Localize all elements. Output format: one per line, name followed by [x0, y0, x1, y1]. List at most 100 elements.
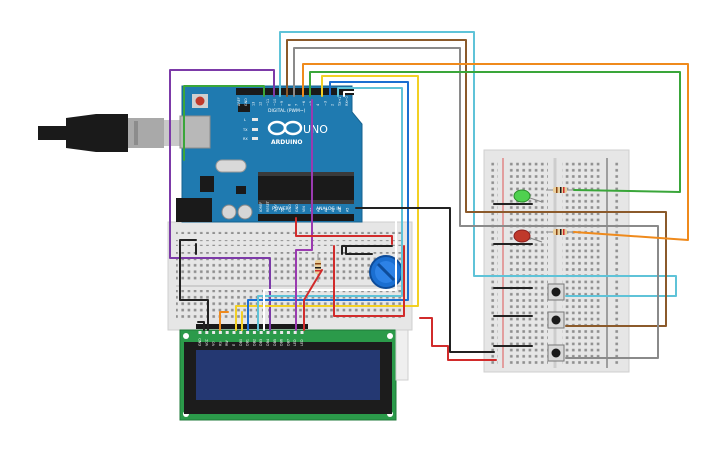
resistor-icon: [546, 187, 576, 193]
digital-pin-label: 8: [287, 104, 291, 106]
led-icon: [513, 189, 531, 203]
usb-cable-icon: [38, 114, 186, 152]
lcd-pin-label: DB1: [246, 339, 250, 346]
lcd-pin-label: GND: [198, 338, 202, 346]
digital-pin-label: ~9: [280, 101, 284, 106]
wire-black-lcd: [197, 321, 205, 331]
wire-red-bb: [333, 245, 405, 317]
digital-section-label: DIGITAL (PWM~): [268, 108, 306, 114]
lcd-pin-label: DB2: [252, 339, 256, 346]
lcd-pin: [273, 331, 277, 334]
wire-white-right: [263, 91, 397, 331]
lcd-pin: [280, 331, 284, 334]
lcd-pin: [239, 331, 243, 334]
pushbutton-icon: [547, 311, 565, 329]
lcd-pin: [218, 331, 222, 334]
digital-pin-label: ~10: [273, 99, 277, 106]
lcd-pin-label: DB7: [286, 339, 290, 346]
wire-green-top: [309, 71, 681, 193]
power-analog-pin-label: GND: [295, 204, 299, 212]
lcd-pin-label: RS: [218, 341, 222, 346]
pushbutton-1: [547, 283, 565, 301]
lcd-pin-label: V0: [212, 342, 216, 346]
power-analog-pin-label: IOREF: [259, 202, 263, 212]
led-red: [513, 229, 543, 243]
power-analog-pin-label: A1: [317, 208, 321, 212]
power-analog-pin-label: 5V: [281, 207, 285, 212]
wire-magenta: [295, 99, 313, 331]
usb-cable: [38, 114, 186, 152]
digital-pin-label: ~11: [266, 99, 270, 106]
lcd-pin: [266, 331, 270, 334]
lcd-pin-label: E: [232, 344, 236, 346]
wire-black-bb: [179, 239, 209, 331]
analog-section-label: ANALOG IN: [316, 206, 341, 212]
lcd-pin-label: DB0: [239, 339, 243, 346]
lcd-pin: [293, 331, 297, 334]
led-tx-label: TX: [242, 128, 248, 132]
wire-green-left: [183, 85, 265, 161]
wire-red-small: [419, 317, 497, 361]
arduino-brand: ARDUINO: [271, 139, 302, 146]
led-l-label: L: [244, 118, 246, 122]
wire-black-pot: [345, 245, 373, 255]
wire-orange-top: [302, 63, 689, 241]
lcd-pin: [232, 331, 236, 334]
lcd-pin: [259, 331, 263, 334]
arduino-board: ARDUINO UNO DIGITAL (PWM~) POWER ANALOG …: [176, 85, 363, 223]
lcd-pin-label: DB5: [273, 339, 277, 346]
pushbutton-icon: [547, 283, 565, 301]
digital-pin-label: 2: [331, 104, 335, 106]
digital-pin-label: GND: [244, 98, 248, 106]
power-analog-pin-label: A4: [338, 208, 342, 212]
wire-blue-right: [247, 81, 409, 331]
lcd-pin: [246, 331, 250, 334]
wire-cyan-right: [257, 87, 403, 331]
wire-brown-top: [286, 39, 667, 327]
wire-red-pot: [303, 269, 323, 331]
led-green: [513, 189, 543, 203]
lcd-pin: [225, 331, 229, 334]
digital-pin-label: ~6: [302, 101, 306, 106]
lcd-pin: [252, 331, 256, 334]
digital-pin-label: 12: [259, 102, 263, 106]
led-icon: [513, 229, 531, 243]
digital-pin-label: TX→1: [338, 97, 342, 107]
lcd-pin-label: RW: [225, 340, 229, 346]
potentiometer-icon: [369, 255, 403, 289]
power-analog-pin-label: RESET: [266, 200, 270, 212]
wire-red-5v: [295, 217, 393, 245]
pushbutton-2: [547, 311, 565, 329]
pushbutton-icon: [547, 344, 565, 362]
side-strip: [395, 329, 409, 381]
power-analog-pin-label: 3.3V: [273, 204, 277, 212]
digital-pin-label: ~3: [323, 101, 327, 106]
wire-orange-lcd: [219, 311, 229, 331]
lcd-pin: [212, 331, 216, 334]
lcd-pin: [300, 331, 304, 334]
lcd-pin: [198, 331, 202, 334]
power-analog-pin-label: VIN: [302, 206, 306, 212]
wire-black-bb2: [341, 245, 393, 255]
arduino-infinity-logo-icon: [267, 120, 303, 136]
wire-cyan-top: [279, 31, 677, 297]
power-analog-pin-label: GND: [288, 204, 292, 212]
pushbutton-3: [547, 344, 565, 362]
power-analog-pin-label: A3: [331, 208, 335, 212]
wire-black-gnd: [355, 207, 495, 353]
wire-purple-left: [169, 69, 275, 331]
lcd-pin: [286, 331, 290, 334]
breadboard-small: [483, 149, 630, 373]
wires: [169, 31, 689, 361]
reset-button: [195, 96, 205, 106]
lcd-pin-label: DB6: [280, 339, 284, 346]
arduino-model: UNO: [303, 123, 328, 136]
lcd-pin-label: DB3: [259, 339, 263, 346]
power-analog-pin-label: A2: [324, 208, 328, 212]
digital-pin-label: 13: [251, 102, 255, 106]
digital-pin-label: RX←0: [345, 96, 349, 106]
lcd-pin-label: VCC: [205, 338, 209, 346]
